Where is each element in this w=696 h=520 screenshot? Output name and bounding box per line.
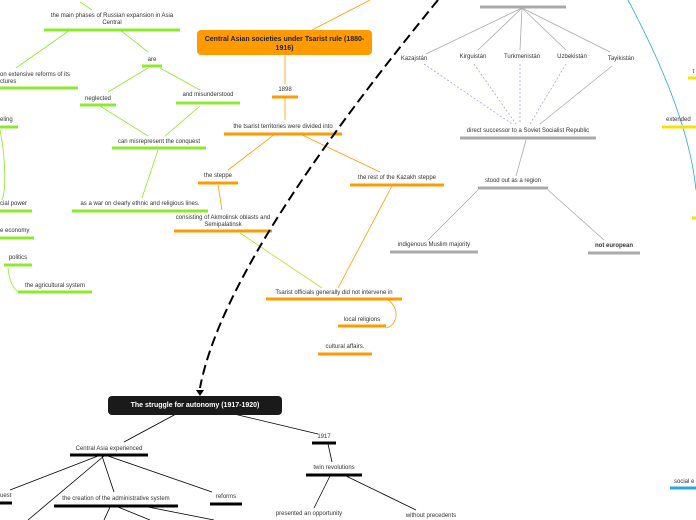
black-underlines [0,441,362,508]
black-connectors [9,413,417,520]
right-underlines [662,76,696,490]
grey-muslim-label: indigenous Muslim majority [397,242,471,248]
tsarist-title-node[interactable]: Central Asian societies under Tsarist ru… [197,30,372,55]
black-twin-label: twin revolutions [313,465,355,471]
green-phases-label: the main phases of Russian expansion in … [50,13,174,26]
orange-akmolinsk-label: consisting of Akmolinsk oblasts and Semi… [175,215,271,228]
black-quest-label: uest [0,493,12,499]
grey-kazakh-label: Kazajstán [400,56,428,62]
grey-turk-label: Turkmenistán [503,54,541,60]
green-agri-label: the agricultural system [24,283,86,289]
black-opportunity-label: presented an opportunity [275,511,343,517]
green-are-label: are [147,57,157,63]
green-underlines [0,28,240,294]
green-connectors [0,1,201,293]
green-economy-label: e economy [0,228,30,234]
akmolinsk-to-officials-line [239,232,323,289]
orange-steppe-label: the steppe [203,173,233,179]
grey-kirg-label: Kirguistán [459,54,487,60]
black-experienced-label: Central Asia experienced [75,446,143,452]
orange-divided-label: the tsarist territories were divided int… [233,124,333,130]
green-neglected-label: neglected [84,96,112,102]
green-eling-label: eling [0,117,13,123]
orange-officials-label: Tsarist officials generally did not inte… [275,290,393,296]
orange-underlines [174,95,444,356]
green-misrepresent-label: can misrepresent the conquest [117,139,201,145]
grey-noteuro-label: not european [594,243,633,249]
main-arrowhead [196,390,204,396]
orange-cultural-label: cultural affairs. [325,344,365,350]
grey-underlines [390,5,640,255]
orange-1898-label: 1898 [278,87,292,93]
orange-rest-label: the rest of the Kazakh steppe [357,175,437,181]
struggle-title-node[interactable]: The struggle for autonomy (1917-1920) [108,396,282,415]
orange-connectors [217,0,397,329]
grey-stood-label: stood out as a region [484,178,542,184]
black-creation-label: the creation of the administrative syste… [62,496,170,502]
orange-religions-label: local religions [343,317,381,323]
grey-connectors [425,7,613,241]
green-misunderstood-label: and misunderstood [182,92,234,98]
grey-uzbek-label: Uzbekistán [557,54,587,60]
green-politics-label: politics [8,255,28,261]
black-precedents-label: without precedents [405,513,457,519]
right-social-label: social e [674,479,695,485]
black-reforms-label: reforms [215,494,237,500]
main-dashed-connector [199,0,439,389]
blue-curve [627,0,696,191]
green-reforms-label: on extensive reforms of its ctures [0,72,71,85]
green-war-label: as a war on clearly ethnic and religious… [80,201,200,207]
grey-tayik-label: Tayikistán [607,56,635,62]
green-power-label: cial power [0,201,28,207]
purple-dashed-connectors [423,63,567,125]
grey-successor-label: direct successor to a Soviet Socialist R… [466,128,590,134]
right-extended-label: extended [666,117,691,123]
black-1917-label: 1917 [317,434,331,440]
right-t-label: t [692,69,695,75]
